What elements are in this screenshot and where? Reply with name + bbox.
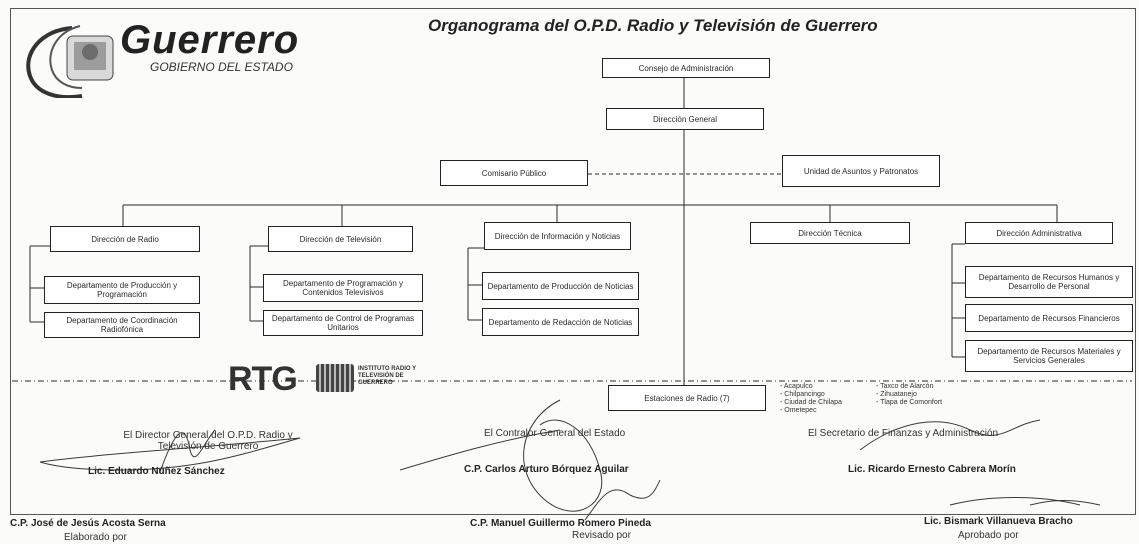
box-radio-dept-coordinacion: Departamento de Coordinación Radiofónica	[44, 312, 200, 338]
director-label: El Director General del O.P.D. Radio y T…	[123, 430, 293, 452]
box-tv-dept-programacion: Departamento de Programación y Contenido…	[263, 274, 423, 302]
rtg-emblem-icon	[316, 364, 354, 392]
box-dir-radio: Dirección de Radio	[50, 226, 200, 252]
box-admin-dept-materiales: Departamento de Recursos Materiales y Se…	[965, 340, 1133, 372]
box-info-dept-redaccion: Departamento de Redacción de Noticias	[482, 308, 639, 336]
brand-subtitle: GOBIERNO DEL ESTADO	[150, 60, 293, 74]
signature-strokes	[39, 399, 1101, 521]
estaciones-list-a: - Acapulco - Chilpancingo - Ciudad de Ch…	[780, 383, 842, 414]
box-consejo: Consejo de Administración	[602, 58, 770, 78]
box-info-dept-produccion: Departamento de Producción de Noticias	[482, 272, 639, 300]
box-tv-dept-control: Departamento de Control de Programas Uni…	[263, 310, 423, 336]
director-name: Lic. Eduardo Núñez Sánchez	[88, 466, 225, 477]
estaciones-list-b: - Taxco de Alarcón - Zihuatanejo - Tlapa…	[876, 383, 943, 406]
aprobado-name: Lic. Bismark Villanueva Bracho	[924, 516, 1073, 527]
box-admin-dept-rrhh: Departamento de Recursos Humanos y Desar…	[965, 266, 1133, 298]
contralor-label: El Contralor General del Estado	[484, 428, 626, 439]
secretario-name: Lic. Ricardo Ernesto Cabrera Morín	[848, 464, 1016, 475]
aprobado-label: Aprobado por	[958, 530, 1019, 541]
guerrero-logo: Guerrero GOBIERNO DEL ESTADO	[12, 8, 342, 98]
page-title: Organograma del O.P.D. Radio y Televisió…	[428, 16, 878, 35]
box-admin-dept-financieros: Departamento de Recursos Financieros	[965, 304, 1133, 332]
box-dir-admin: Dirección Administrativa	[965, 222, 1113, 244]
emblem-icon	[26, 25, 114, 98]
rtg-logo-caption: INSTITUTO RADIO Y TELEVISIÓN DE GUERRERO	[358, 366, 417, 386]
revisado-label: Revisado por	[572, 530, 631, 541]
box-dir-tecnica: Dirección Técnica	[750, 222, 910, 244]
box-dir-tv: Dirección de Televisión	[268, 226, 413, 252]
elaborado-label: Elaborado por	[64, 532, 127, 543]
box-comisario: Comisario Público	[440, 160, 588, 186]
box-radio-dept-produccion: Departamento de Producción y Programació…	[44, 276, 200, 304]
secretario-label: El Secretario de Finanzas y Administraci…	[808, 428, 999, 439]
contralor-name: C.P. Carlos Arturo Bórquez Aguilar	[464, 464, 629, 475]
box-estaciones-radio: Estaciones de Radio (7)	[608, 385, 766, 411]
rtg-logo-text: RTG	[228, 360, 298, 398]
brand-name: Guerrero	[120, 18, 300, 62]
box-unidad-asuntos: Unidad de Asuntos y Patronatos	[782, 155, 940, 187]
box-direccion-general: Dirección General	[606, 108, 764, 130]
rtg-logo: RTG INSTITUTO RADIO Y TELEVISIÓN DE GUER…	[228, 360, 468, 400]
elaborado-name: C.P. José de Jesús Acosta Serna	[10, 518, 166, 529]
box-dir-info: Dirección de Información y Noticias	[484, 222, 631, 250]
document-frame	[10, 8, 1136, 515]
revisado-name: C.P. Manuel Guillermo Romero Pineda	[470, 518, 651, 529]
